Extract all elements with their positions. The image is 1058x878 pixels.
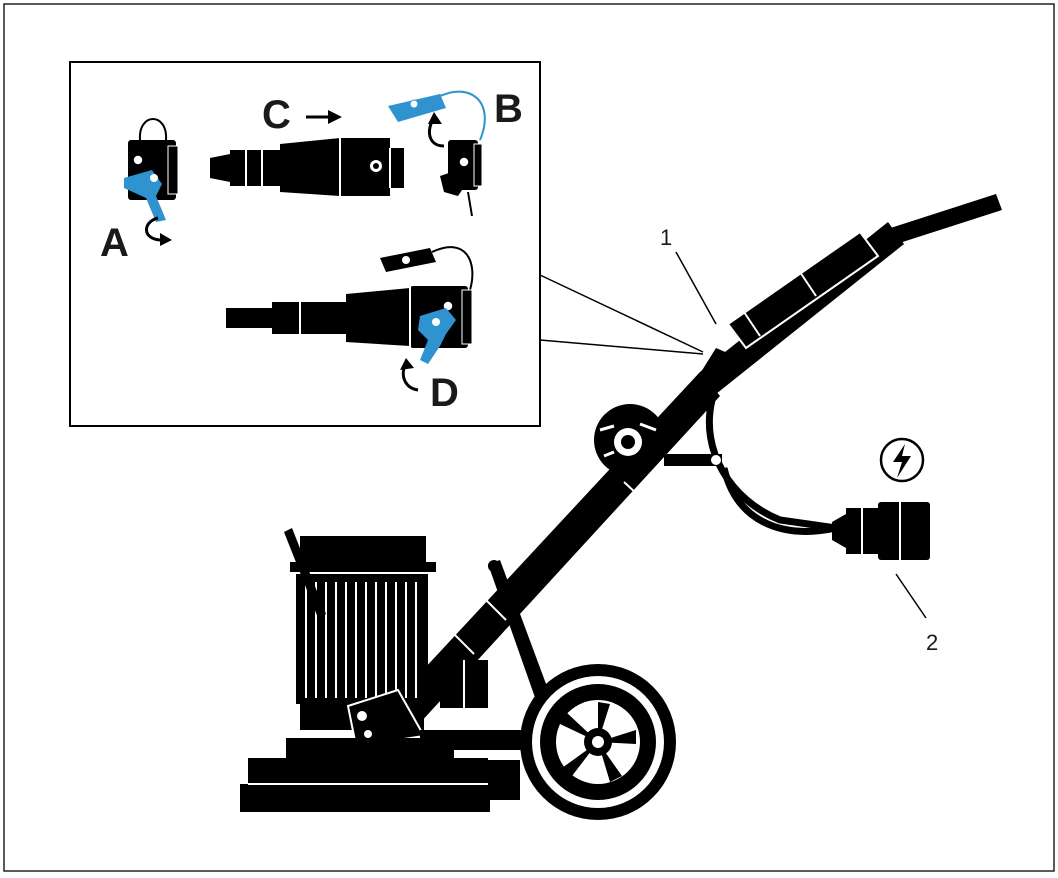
callout-line-2 [895, 573, 927, 619]
page-border [3, 3, 1055, 872]
direction-arrow-icon [306, 110, 342, 124]
callout-2: 2 [926, 630, 938, 655]
callout-1: 1 [660, 225, 672, 250]
power-plug [720, 467, 930, 560]
label-c: C [262, 93, 291, 137]
inset-border [69, 61, 541, 427]
adjustment-knob [594, 404, 722, 476]
lightning-bolt-icon [879, 437, 925, 483]
grinder-base [240, 730, 530, 812]
inset-detail: A C [69, 61, 704, 427]
plug-c [210, 138, 404, 196]
inset-leader-bottom [539, 339, 704, 355]
motor [284, 528, 488, 748]
label-b: B [494, 87, 523, 131]
label-a: A [100, 221, 129, 265]
label-d: D [430, 371, 459, 415]
floor-grinder [240, 194, 1002, 820]
handle-grip [878, 194, 1002, 248]
rotate-arrow-icon [145, 216, 163, 242]
wheel [520, 664, 676, 820]
socket-a [124, 118, 179, 246]
inset-leader-top [539, 274, 704, 353]
socket-b [388, 90, 486, 217]
callout-line-1 [675, 251, 717, 325]
plug-socket-d [226, 246, 474, 392]
